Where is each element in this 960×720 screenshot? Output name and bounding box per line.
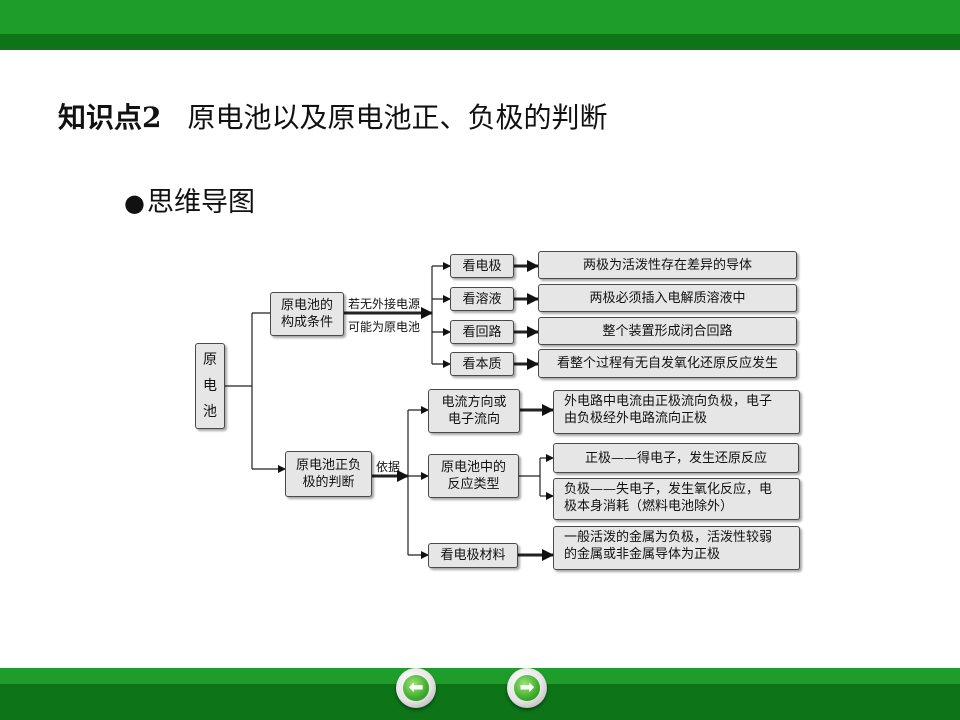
next-button[interactable]: ➡ bbox=[507, 668, 547, 708]
title-number: 知识点2 bbox=[58, 101, 162, 134]
judgement-node: 原电池正负 极的判断 bbox=[285, 451, 372, 497]
result-material: 一般活泼的金属为负极，活泼性较弱 的金属或非金属导体为正极 bbox=[553, 526, 800, 570]
result-line: 负极——失电子，发生氧化反应，电 bbox=[564, 482, 773, 497]
result-circuit: 整个装置形成闭合回路 bbox=[538, 317, 797, 345]
conditions-line: 原电池的 bbox=[280, 298, 333, 313]
arrow-left-icon: ⬅ bbox=[403, 675, 429, 701]
check-solution: 看溶液 bbox=[450, 287, 514, 311]
result-line: 极本身消耗（燃料电池除外） bbox=[564, 499, 734, 514]
root-char: 池 bbox=[203, 404, 217, 420]
result-negative: 负极——失电子，发生氧化反应，电 极本身消耗（燃料电池除外） bbox=[553, 478, 800, 520]
connector-label-bottom: 可能为原电池 bbox=[348, 320, 421, 334]
result-electrode: 两极为活泼性存在差异的导体 bbox=[538, 251, 797, 279]
result-line: 一般活泼的金属为负极，活泼性较弱 bbox=[564, 530, 773, 545]
top-banner bbox=[0, 0, 960, 50]
title-text: 原电池以及原电池正、负极的判断 bbox=[187, 101, 608, 134]
check-circuit: 看回路 bbox=[450, 320, 514, 344]
judgement-line: 极的判断 bbox=[302, 475, 355, 490]
connector-label-top: 若无外接电源 bbox=[348, 297, 421, 311]
root-char: 原 bbox=[203, 352, 217, 368]
root-node: 原 电 池 bbox=[195, 343, 225, 429]
bottom-banner-light bbox=[0, 668, 960, 684]
bottom-banner-dark bbox=[0, 684, 960, 720]
subtitle-text: 思维导图 bbox=[146, 187, 255, 218]
criterion-line: 电子流向 bbox=[447, 412, 500, 427]
result-line: 由负极经外电路流向正极 bbox=[564, 411, 708, 426]
result-line: 外电路中电流由正极流向负极，电子 bbox=[564, 394, 773, 409]
criterion-current: 电流方向或 电子流向 bbox=[428, 389, 520, 433]
section-subtitle: ●思维导图 bbox=[124, 180, 255, 219]
bottom-banner bbox=[0, 668, 960, 720]
criterion-material: 看电极材料 bbox=[428, 543, 518, 568]
criterion-line: 原电池中的 bbox=[440, 460, 506, 475]
criterion-reaction: 原电池中的 反应类型 bbox=[428, 454, 519, 498]
judgement-line: 原电池正负 bbox=[295, 458, 361, 473]
page-title: 知识点2 原电池以及原电池正、负极的判断 bbox=[58, 96, 608, 136]
criterion-line: 反应类型 bbox=[447, 477, 500, 492]
check-electrode: 看电极 bbox=[450, 254, 514, 278]
conditions-line: 构成条件 bbox=[280, 315, 333, 330]
arrow-right-icon: ➡ bbox=[514, 675, 540, 701]
check-essence: 看本质 bbox=[450, 352, 514, 376]
result-line: 的金属或非金属导体为正极 bbox=[564, 547, 721, 562]
root-char: 电 bbox=[203, 378, 217, 394]
top-banner-light bbox=[0, 0, 960, 34]
conditions-node: 原电池的 构成条件 bbox=[270, 292, 344, 336]
bullet-icon: ● bbox=[124, 189, 145, 217]
result-positive: 正极——得电子，发生还原反应 bbox=[553, 443, 799, 473]
result-solution: 两极必须插入电解质溶液中 bbox=[538, 284, 797, 312]
judgement-connector-label: 依据 bbox=[376, 460, 401, 474]
criterion-line: 电流方向或 bbox=[441, 395, 507, 410]
result-essence: 看整个过程有无自发氧化还原反应发生 bbox=[538, 349, 797, 378]
result-current: 外电路中电流由正极流向负极，电子 由负极经外电路流向正极 bbox=[553, 390, 800, 434]
previous-button[interactable]: ⬅ bbox=[396, 668, 436, 708]
top-banner-dark bbox=[0, 34, 960, 50]
